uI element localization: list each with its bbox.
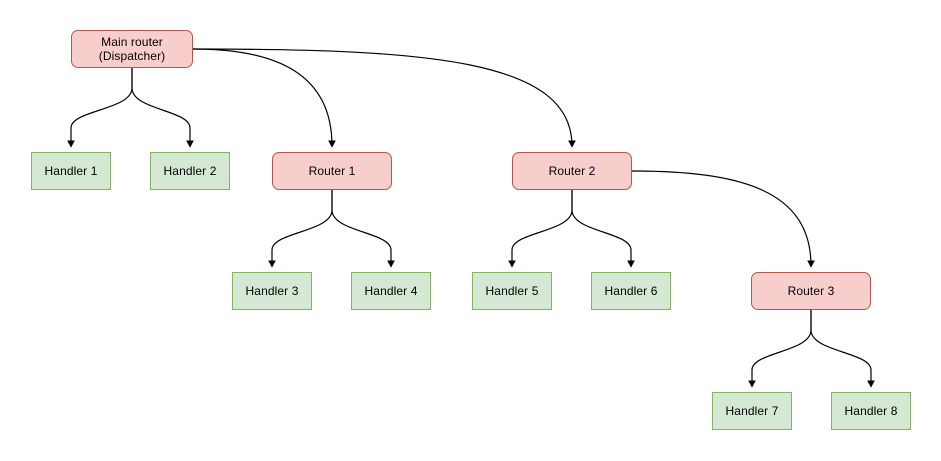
node-router-2[interactable]: Router 2 — [512, 152, 632, 190]
edge-main-router2 — [192, 48, 576, 148]
node-router-3[interactable]: Router 3 — [751, 272, 871, 310]
edge-router1-handler4 — [331, 189, 395, 268]
node-handler-1[interactable]: Handler 1 — [31, 152, 111, 190]
node-handler-8[interactable]: Handler 8 — [831, 392, 911, 430]
node-label-handler-5: Handler 5 — [485, 284, 539, 298]
node-handler-6[interactable]: Handler 6 — [591, 272, 671, 310]
edge-main-router1 — [192, 48, 336, 148]
edge-main-handler2 — [131, 67, 194, 148]
edge-router3-handler7 — [748, 309, 812, 388]
node-handler-7[interactable]: Handler 7 — [712, 392, 792, 430]
node-handler-4[interactable]: Handler 4 — [351, 272, 431, 310]
node-label-router-1: Router 1 — [308, 164, 356, 178]
node-label-handler-6: Handler 6 — [604, 284, 658, 298]
node-handler-5[interactable]: Handler 5 — [472, 272, 552, 310]
edges-group — [67, 48, 875, 388]
edge-router2-handler5 — [508, 189, 573, 268]
edge-router3-handler8 — [810, 309, 875, 388]
node-label-handler-2: Handler 2 — [163, 164, 217, 178]
edge-router1-handler3 — [268, 189, 333, 268]
node-label-handler-7: Handler 7 — [725, 404, 779, 418]
node-handler-3[interactable]: Handler 3 — [232, 272, 312, 310]
edge-main-handler1 — [67, 67, 133, 148]
node-main-router[interactable]: Main router (Dispatcher) — [71, 30, 193, 68]
node-label-router-3: Router 3 — [787, 284, 835, 298]
edge-router2-handler6 — [571, 189, 635, 268]
node-handler-2[interactable]: Handler 2 — [150, 152, 230, 190]
node-label-main-router: Main router (Dispatcher) — [98, 35, 166, 63]
node-label-handler-1: Handler 1 — [44, 164, 98, 178]
node-label-handler-3: Handler 3 — [245, 284, 299, 298]
node-label-handler-4: Handler 4 — [364, 284, 418, 298]
node-label-handler-8: Handler 8 — [844, 404, 898, 418]
edge-router2-router3 — [631, 170, 815, 268]
node-label-router-2: Router 2 — [548, 164, 596, 178]
node-router-1[interactable]: Router 1 — [272, 152, 392, 190]
